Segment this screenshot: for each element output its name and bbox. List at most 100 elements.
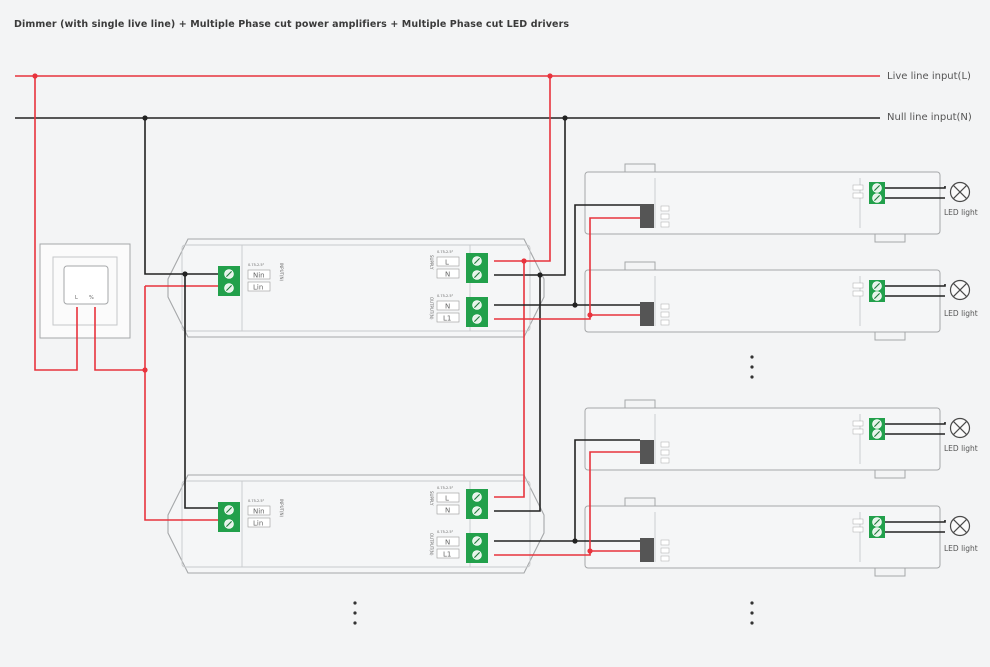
dimmer-live-wire	[34, 76, 78, 371]
screw-terminal-icon	[472, 506, 482, 516]
terminal-l1: L1	[443, 551, 451, 559]
driver-housing	[584, 505, 941, 569]
junction-dot	[142, 367, 148, 373]
terminal-n: N	[445, 271, 450, 279]
junction-dot	[587, 548, 593, 554]
driver-input-block	[640, 302, 654, 326]
terminal-label-box	[852, 184, 864, 191]
terminal-l: L	[445, 495, 449, 503]
amp1-supply-n	[494, 118, 566, 276]
amp2-out-l	[494, 451, 640, 556]
wire-spec: 0.75-2.5²	[437, 250, 454, 254]
terminal-l1: L1	[443, 315, 451, 323]
screw-terminal-icon	[224, 505, 234, 515]
terminal-n: N	[445, 507, 450, 515]
output-terminal-block	[466, 533, 488, 563]
screw-terminal-icon	[472, 492, 482, 502]
terminal-label-box	[660, 547, 670, 554]
lamp-wire	[885, 186, 946, 189]
output-terminal-block	[466, 297, 488, 327]
input-label: INPUT(N)	[279, 263, 284, 282]
dimmer-frame	[52, 256, 118, 326]
led-driver	[584, 497, 941, 577]
dimmer-load-wire	[94, 307, 145, 371]
junction-dot	[142, 115, 148, 121]
terminal-label-box	[852, 518, 864, 525]
wire-spec: 0.75-2.5²	[437, 530, 454, 534]
junction-dot	[587, 312, 593, 318]
driver-tab	[624, 163, 656, 172]
led-driver	[584, 163, 941, 243]
terminal-label-box	[436, 312, 460, 323]
terminal-label-box	[852, 420, 864, 427]
supply-label: SUPPLY	[429, 255, 434, 270]
lamp-wire	[885, 520, 946, 523]
terminal-label-box	[436, 300, 460, 311]
led-driver	[584, 261, 941, 341]
amp2-supply-n	[494, 275, 541, 512]
lamp-cross-icon	[949, 417, 971, 439]
terminal-label-box	[436, 548, 460, 559]
lamp-wire	[885, 422, 946, 425]
driver-input-block	[640, 204, 654, 228]
live-line-label: Live line input(L)	[887, 71, 971, 82]
terminal-label-box	[660, 449, 670, 456]
junction-dot	[32, 73, 38, 79]
lamp-cross-icon	[949, 181, 971, 203]
supply-terminal-block	[466, 489, 488, 519]
junction-dot	[562, 115, 568, 121]
terminal-label-box	[247, 517, 271, 528]
junction-dot	[572, 538, 578, 544]
dimmer-knob	[63, 265, 109, 305]
screw-terminal-icon	[872, 517, 882, 527]
led-light-label: LED light	[944, 444, 978, 453]
wire-spec: 0.75-2.5²	[437, 294, 454, 298]
terminal-label-box	[436, 256, 460, 267]
led-light-label: LED light	[944, 309, 978, 318]
terminal-label-box	[852, 192, 864, 199]
terminal-label-box	[660, 539, 670, 546]
terminal-nin: Nin	[253, 508, 265, 516]
terminal-label-box	[660, 221, 670, 228]
amplifier-inner	[181, 244, 531, 332]
junction-dot	[547, 73, 553, 79]
terminal-label-box	[660, 457, 670, 464]
driver-tab	[624, 497, 656, 506]
terminal-label-box	[436, 492, 460, 503]
terminal-n: N	[445, 539, 450, 547]
lamp-cross-icon	[949, 515, 971, 537]
screw-terminal-icon	[872, 291, 882, 301]
input-terminal-block	[218, 502, 240, 532]
screw-terminal-icon	[472, 300, 482, 310]
driver-tab	[874, 568, 906, 577]
screw-terminal-icon	[872, 281, 882, 291]
junction-dot	[182, 271, 188, 277]
dimmer-terminal-load: %	[89, 295, 94, 301]
screw-terminal-icon	[224, 269, 234, 279]
screw-terminal-icon	[472, 550, 482, 560]
terminal-label-box	[247, 269, 271, 280]
amp1-out-n	[494, 204, 640, 306]
screw-terminal-icon	[872, 419, 882, 429]
diagram-title: Dimmer (with single live line) + Multipl…	[14, 19, 570, 30]
terminal-label-box	[660, 205, 670, 212]
amp1-supply-l	[494, 76, 551, 262]
terminal-lin: Lin	[253, 284, 263, 292]
null-to-nin-wire	[144, 118, 218, 275]
dimmer-terminal-l: L	[75, 295, 78, 301]
dimmer-to-lin-wire	[144, 286, 218, 521]
terminal-label-box	[852, 290, 864, 297]
amplifier-inner	[181, 480, 531, 568]
supply-terminal-block	[466, 253, 488, 283]
screw-terminal-icon	[872, 429, 882, 439]
output-label: OUTPUT(N)	[429, 533, 434, 556]
screw-terminal-icon	[872, 183, 882, 193]
screw-terminal-icon	[872, 193, 882, 203]
terminal-label-box	[660, 555, 670, 562]
amp1-out-l	[494, 217, 640, 320]
continuation-dot	[750, 375, 754, 379]
driver-housing	[584, 171, 941, 235]
continuation-dot	[750, 365, 754, 369]
